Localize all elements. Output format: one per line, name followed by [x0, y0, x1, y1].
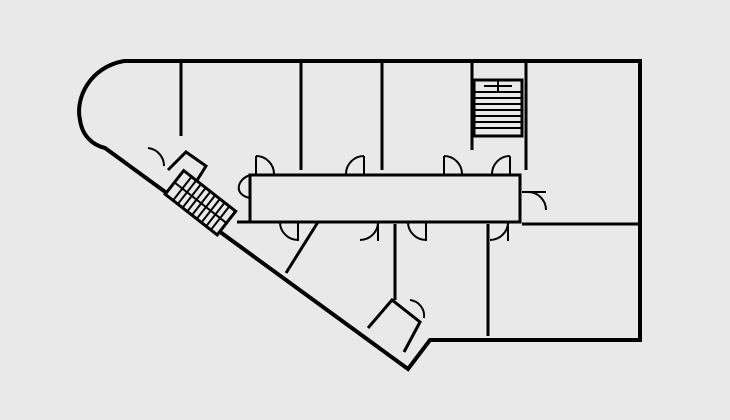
west-staircase: [163, 168, 238, 237]
door-swing: [443, 155, 463, 175]
room-partitions: [179, 61, 640, 336]
door-swing: [255, 155, 275, 175]
door-swings: [147, 147, 547, 319]
door-swing: [491, 155, 511, 175]
east-staircase: [472, 78, 524, 138]
door-swing: [147, 147, 166, 167]
stair-landing: [166, 150, 209, 183]
door-swing: [407, 221, 427, 241]
corridor: [248, 173, 522, 224]
corridor-end: [237, 174, 251, 199]
door-swing: [345, 155, 365, 175]
closet: [366, 297, 422, 353]
door-swing: [279, 221, 299, 241]
door-swing: [409, 299, 426, 319]
